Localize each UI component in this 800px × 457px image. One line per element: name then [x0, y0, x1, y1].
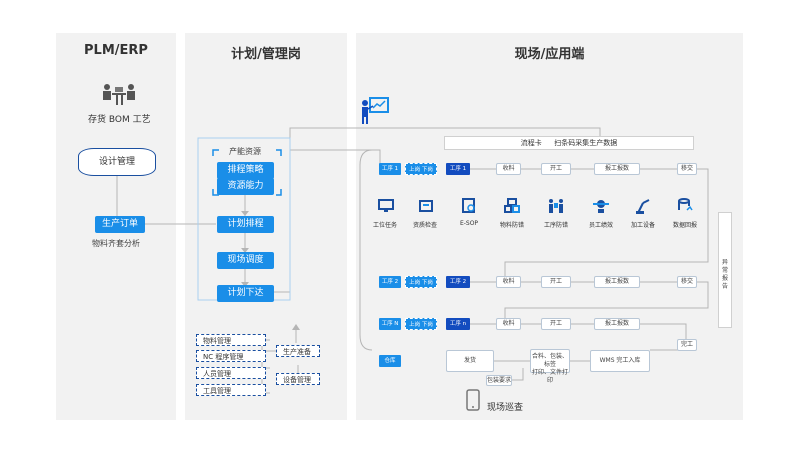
- function-label-0: 工位任务: [372, 222, 397, 229]
- row1-shift-tag[interactable]: 上岗 下岗: [405, 163, 437, 175]
- row1-process-tag[interactable]: 工序 1: [379, 163, 401, 175]
- flow-card-banner: 流程卡 扫条码采集生产数据: [444, 136, 694, 150]
- process-errorproof-icon: [549, 199, 563, 213]
- workstation-task-icon: [378, 199, 394, 212]
- plm-erp-title: PLM/ERP: [84, 43, 148, 58]
- material-mgmt-item[interactable]: 物料管理: [196, 334, 266, 346]
- resource-capacity-button[interactable]: 资源能力: [217, 178, 274, 195]
- rowN-report[interactable]: 报工报数: [594, 318, 640, 330]
- rowN-op-tag[interactable]: 工序 n: [446, 318, 470, 330]
- wms-box[interactable]: WMS 完工入库: [590, 350, 650, 372]
- pack-print-line1: 合料、包装、标签: [531, 353, 568, 368]
- ship-box[interactable]: 发货: [446, 350, 494, 372]
- nc-program-mgmt-item[interactable]: NC 程序管理: [196, 350, 266, 362]
- processing-equipment-icon: [636, 199, 650, 214]
- material-errorproof-icon: [504, 198, 520, 213]
- site-title: 现场/应用端: [514, 47, 585, 62]
- rowN-receive[interactable]: 收料: [496, 318, 521, 330]
- people-desk-icon: [100, 83, 138, 111]
- plan-title: 计划/管理岗: [231, 47, 301, 62]
- scan-collect-label: 扫条码采集生产数据: [554, 139, 618, 147]
- rowN-start[interactable]: 开工: [541, 318, 571, 330]
- function-label-5: 员工绩效: [588, 222, 613, 229]
- site-inspection-label: 现场巡查: [487, 403, 524, 413]
- personnel-mgmt-item[interactable]: 人员管理: [196, 367, 266, 379]
- rowN-process-tag[interactable]: 工序 N: [379, 318, 401, 330]
- esop-icon: [462, 198, 475, 213]
- warehouse-tag[interactable]: 仓库: [379, 355, 401, 367]
- production-order-button[interactable]: 生产订单: [95, 216, 145, 233]
- bom-label: 存货 BOM 工艺: [88, 115, 151, 125]
- production-prep-item[interactable]: 生产准备: [276, 345, 320, 357]
- row2-transfer[interactable]: 移交: [677, 276, 697, 288]
- function-label-3: 物料防错: [499, 222, 524, 229]
- rowN-complete[interactable]: 完工: [677, 339, 697, 351]
- pack-print-box[interactable]: 合料、包装、标签 打印、文件打印: [530, 349, 570, 384]
- plan-release-button[interactable]: 计划下达: [217, 285, 274, 302]
- qualification-check-icon: [419, 200, 433, 212]
- employee-performance-icon: [593, 200, 609, 213]
- row2-start[interactable]: 开工: [541, 276, 571, 288]
- anomaly-report-label: 异常报告: [722, 259, 729, 290]
- function-label-4: 工序防错: [543, 222, 568, 229]
- tool-mgmt-item[interactable]: 工具管理: [196, 384, 266, 396]
- row1-start[interactable]: 开工: [541, 163, 571, 175]
- plan-schedule-button[interactable]: 计划排程: [217, 216, 274, 233]
- pack-requirement-box[interactable]: 包装要求: [486, 375, 512, 386]
- flow-card-label: 流程卡: [520, 139, 542, 147]
- row1-report[interactable]: 报工报数: [594, 163, 640, 175]
- design-mgmt-box[interactable]: 设计管理: [78, 148, 156, 176]
- row2-process-tag[interactable]: 工序 2: [379, 276, 401, 288]
- function-label-7: 数据回报: [672, 222, 697, 229]
- presenter-icon: [360, 96, 390, 130]
- row2-op-tag[interactable]: 工序 2: [446, 276, 470, 288]
- anomaly-report-box[interactable]: 异常报告: [718, 212, 732, 328]
- capacity-resource-label: 产能资源: [229, 147, 261, 156]
- row2-shift-tag[interactable]: 上岗 下岗: [405, 276, 437, 288]
- function-label-1: 资质检查: [412, 222, 437, 229]
- tablet-icon: [466, 389, 480, 415]
- function-icons-row: 工位任务 资质检查 E-SOP 物料防错 工序防错 员工绩效 加工设备 数据回报: [365, 198, 705, 234]
- row1-receive[interactable]: 收料: [496, 163, 521, 175]
- data-report-icon: [678, 198, 693, 211]
- row2-report[interactable]: 报工报数: [594, 276, 640, 288]
- site-dispatch-button[interactable]: 现场调度: [217, 252, 274, 269]
- row1-transfer[interactable]: 移交: [677, 163, 697, 175]
- row2-receive[interactable]: 收料: [496, 276, 521, 288]
- rowN-shift-tag[interactable]: 上岗 下岗: [405, 318, 437, 330]
- equipment-mgmt-item[interactable]: 设备管理: [276, 373, 320, 385]
- scheduling-strategy-button[interactable]: 排程策略: [217, 162, 274, 179]
- pack-print-line2: 打印、文件打印: [531, 369, 568, 384]
- row1-op-tag[interactable]: 工序 1: [446, 163, 470, 175]
- design-mgmt-label: 设计管理: [98, 157, 135, 167]
- function-label-6: 加工设备: [630, 222, 655, 229]
- material-analysis-label: 物料齐套分析: [92, 239, 140, 248]
- function-label-2: E-SOP: [459, 220, 479, 227]
